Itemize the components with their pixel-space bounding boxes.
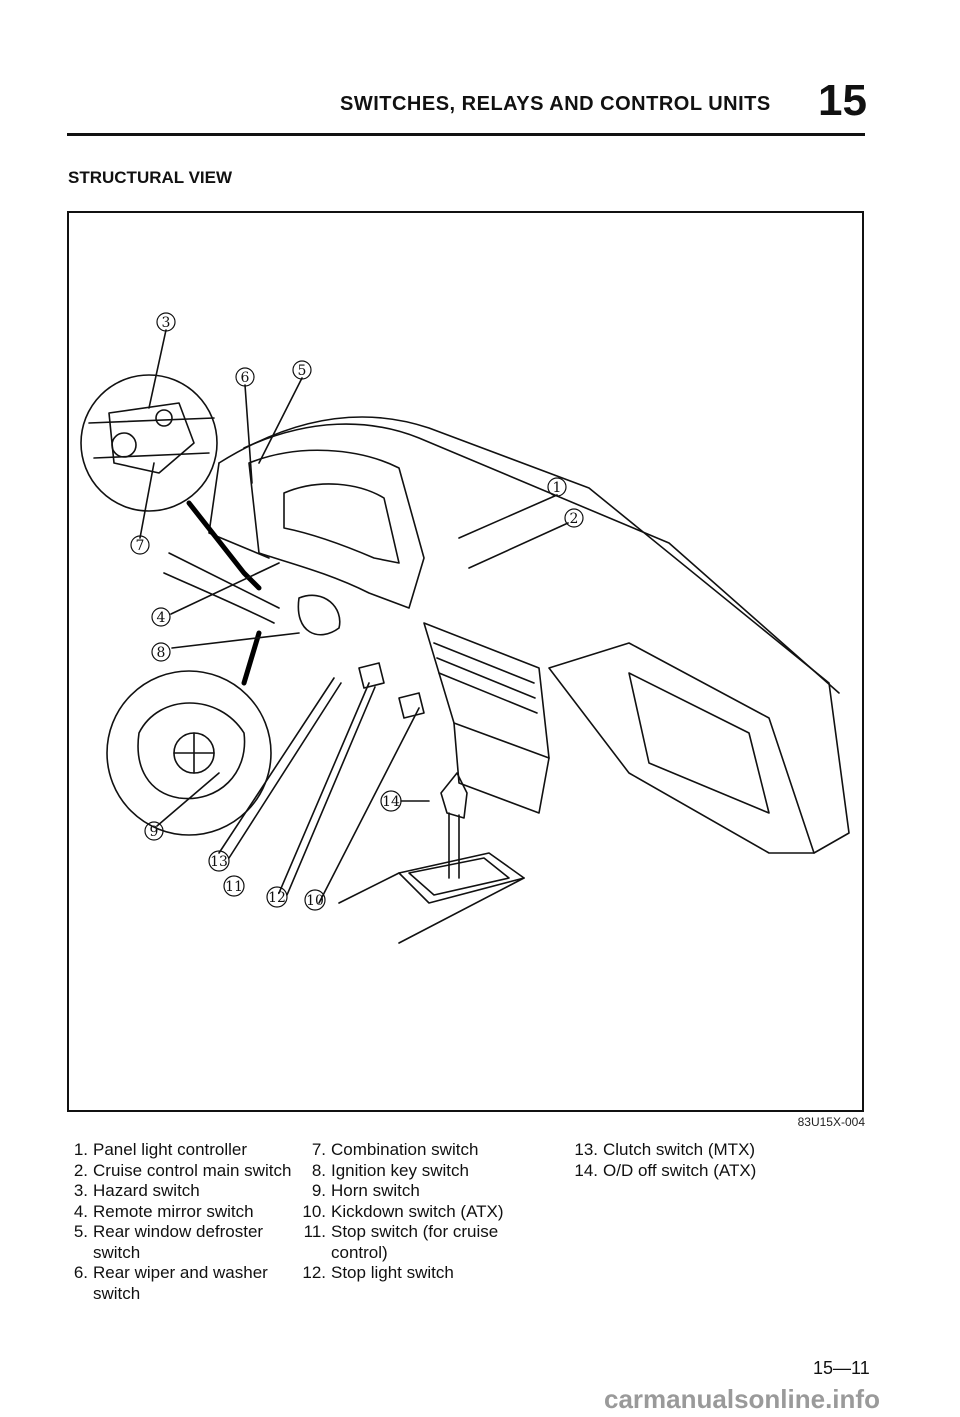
- callout-9-label: 9: [150, 824, 159, 840]
- legend-item: 14.O/D off switch (ATX): [574, 1160, 757, 1180]
- cluster-inner: [283, 483, 400, 564]
- section-title: STRUCTURAL VIEW: [68, 168, 233, 187]
- dash-top-outline: [218, 416, 850, 854]
- callout-4-label: 4: [157, 610, 166, 626]
- legend-item: 2.Cruise control main switch: [73, 1160, 292, 1180]
- leader-3: [148, 329, 167, 409]
- callout-1-label: 1: [553, 480, 562, 496]
- legend-item: 7.Combination switch: [311, 1140, 479, 1159]
- lower-console: [453, 722, 550, 814]
- dashboard-illustration: 3 5 6 1 2 7 4 8 14 9 13 11 12 10: [80, 312, 850, 944]
- leader-7: [139, 462, 155, 539]
- kickdown-switch: [398, 692, 425, 719]
- callout-9: 9: [144, 821, 164, 841]
- figure-code: 83U15X-004: [797, 1115, 865, 1129]
- callout-11-label: 11: [225, 879, 243, 895]
- callout-10: 10: [304, 889, 326, 911]
- callout-5: 5: [292, 360, 312, 380]
- inset-switch-body: [108, 402, 195, 474]
- legend-item: control): [331, 1242, 388, 1262]
- glovebox: [628, 672, 770, 814]
- stop-switch: [358, 662, 385, 689]
- callout-1: 1: [547, 477, 567, 497]
- leader-5: [258, 377, 303, 464]
- legend-item: 8.Ignition key switch: [311, 1160, 469, 1180]
- legend-item: 12.Stop light switch: [302, 1263, 454, 1282]
- header-rule: [67, 133, 865, 136]
- callout-11: 11: [223, 875, 245, 897]
- horn-switch-inset: [106, 670, 272, 836]
- callout-2-label: 2: [570, 511, 579, 527]
- shift-shaft: [448, 812, 460, 879]
- leader-2: [468, 522, 569, 569]
- callout-12-label: 12: [268, 890, 286, 906]
- legend-column-3: 13.Clutch switch (MTX) 14.O/D off switch…: [568, 1140, 756, 1181]
- callout-6: 6: [235, 367, 255, 387]
- inset-wheel: [137, 702, 246, 800]
- callout-5-label: 5: [298, 363, 307, 379]
- structural-view-figure: 3 5 6 1 2 7 4 8 14 9 13 11 12 10: [67, 211, 864, 1112]
- callout-7-label: 7: [136, 538, 145, 554]
- vents: [433, 642, 538, 714]
- inset-pointer-2: [241, 630, 262, 686]
- legend-column-1: 1.Panel light controller 2.Cruise contro…: [62, 1140, 292, 1304]
- leader-9: [156, 772, 220, 827]
- callout-12: 12: [266, 886, 288, 908]
- legend-column-2: 7.Combination switch 8.Ignition key swit…: [296, 1140, 504, 1284]
- cluster-hood: [248, 449, 425, 609]
- callout-2: 2: [564, 508, 584, 528]
- dash-right-body: [548, 642, 815, 854]
- leader-6: [244, 384, 253, 484]
- dash-upper-edge: [243, 423, 840, 694]
- callout-7: 7: [130, 535, 150, 555]
- callout-14-label: 14: [382, 794, 400, 810]
- combination-switch-inset: [80, 374, 218, 512]
- legend-item: 1.Panel light controller: [73, 1140, 248, 1159]
- shift-gate: [398, 852, 525, 904]
- legend-item: switch: [93, 1283, 141, 1303]
- watermark: carmanualsonline.info: [604, 1384, 880, 1414]
- inset-pointer: [186, 500, 262, 591]
- pedal-rod-1: [218, 677, 342, 859]
- leader-1: [458, 494, 558, 539]
- page-number: 15—11: [813, 1358, 870, 1378]
- legend-item: 10.Kickdown switch (ATX): [302, 1201, 504, 1221]
- legend-item: 5.Rear window defroster: [73, 1222, 264, 1241]
- shift-lever: [440, 772, 468, 819]
- pedal-rod-2: [278, 682, 376, 896]
- steering-column: [163, 552, 280, 624]
- pedal-rod-3: [318, 707, 420, 904]
- leader-8: [171, 632, 300, 649]
- callout-13: 13: [208, 850, 230, 872]
- legend-item: 3.Hazard switch: [73, 1181, 200, 1200]
- callout-4: 4: [151, 607, 171, 627]
- callout-6-label: 6: [241, 370, 250, 386]
- callout-8-label: 8: [157, 645, 166, 661]
- header-title: SWITCHES, RELAYS AND CONTROL UNITS: [340, 93, 771, 115]
- callout-3: 3: [156, 312, 176, 332]
- shift-gate-inner: [408, 857, 510, 896]
- legend-item: 11.Stop switch (for cruise: [303, 1222, 499, 1241]
- legend-item: switch: [93, 1242, 141, 1262]
- callout-14: 14: [380, 790, 402, 812]
- legend-item: 4.Remote mirror switch: [73, 1201, 254, 1221]
- dash-front-edge: [208, 462, 270, 559]
- chapter-number: 15: [818, 76, 867, 125]
- callout-3-label: 3: [162, 315, 171, 331]
- callout-13-label: 13: [210, 854, 228, 870]
- callout-10-label: 10: [306, 893, 324, 909]
- center-panel: [423, 622, 550, 759]
- legend-item: 9.Horn switch: [311, 1181, 420, 1200]
- floor-lines: [338, 872, 525, 944]
- legend-item: 6.Rear wiper and washer: [73, 1263, 268, 1282]
- leader-4: [170, 562, 280, 615]
- legend-item: 13.Clutch switch (MTX): [574, 1140, 756, 1159]
- ignition: [297, 594, 341, 636]
- callout-8: 8: [151, 642, 171, 662]
